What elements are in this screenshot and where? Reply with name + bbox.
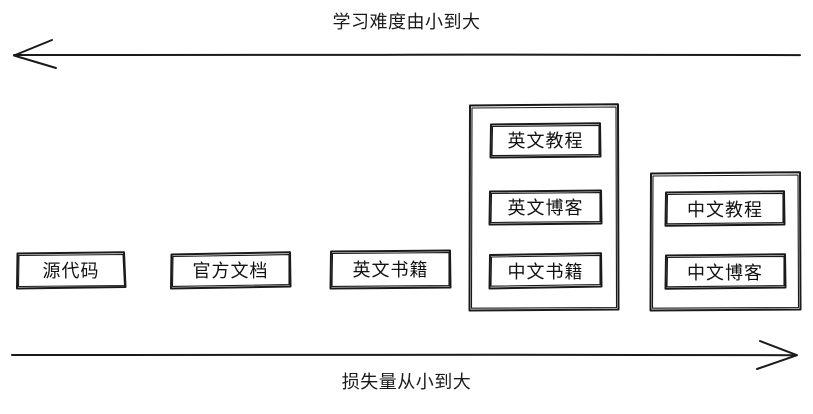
node-chinese-blog[interactable]: 中文博客 (687, 262, 763, 284)
node-english-books[interactable]: 英文书籍 (352, 260, 429, 281)
node-english-tutorial[interactable]: 英文教程 (507, 131, 584, 152)
node-chinese-books[interactable]: 中文书籍 (507, 261, 584, 283)
node-source-code[interactable]: 源代码 (42, 261, 100, 282)
node-chinese-tutorial[interactable]: 中文教程 (687, 199, 763, 221)
arrow-right-icon (11, 340, 798, 370)
arrow-left-icon (13, 39, 801, 69)
node-official-docs[interactable]: 官方文档 (192, 261, 269, 282)
node-english-blog[interactable]: 英文博客 (507, 198, 584, 219)
bottom-axis-label: 损失量从小到大 (341, 372, 472, 393)
top-axis-label: 学习难度由小到大 (332, 12, 481, 33)
